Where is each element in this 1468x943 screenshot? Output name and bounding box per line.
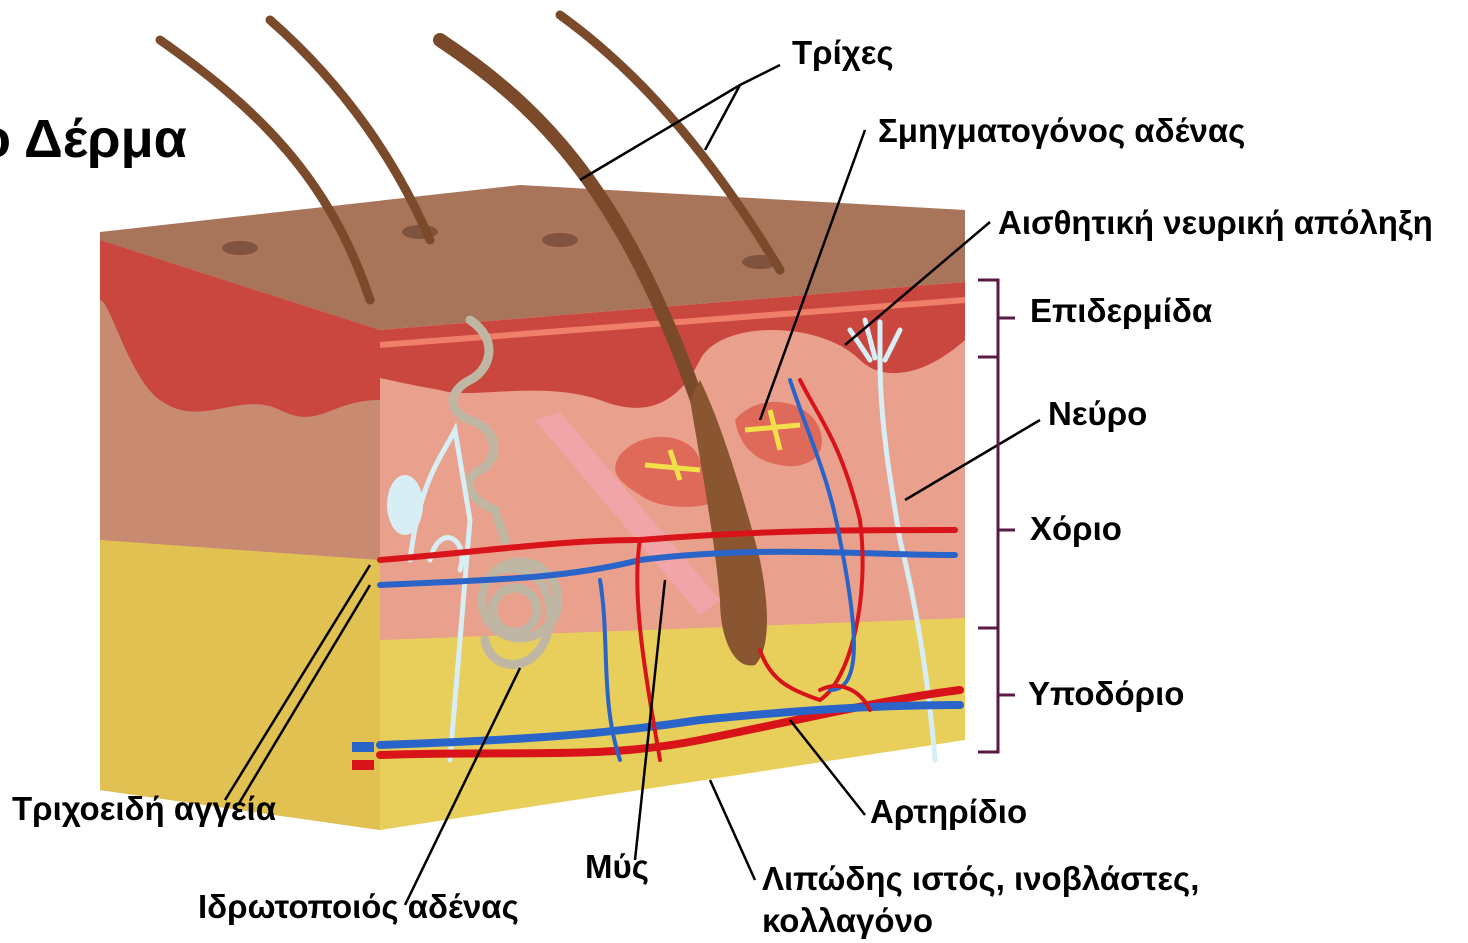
left-face-hypodermis: [100, 540, 380, 830]
label-adipose-line2: κολλαγόνο: [762, 902, 933, 940]
label-epidermis: Επιδερμίδα: [1030, 292, 1212, 330]
label-muscle: Μύς: [585, 848, 649, 886]
label-sensory-nerve-ending: Αισθητική νευρική απόληξη: [998, 204, 1433, 242]
label-hypodermis: Υποδόριο: [1028, 675, 1184, 713]
label-capillaries: Τριχοειδή αγγεία: [12, 790, 276, 828]
vessel-end-red: [352, 760, 374, 770]
label-arteriole: Αρτηρίδιο: [870, 793, 1027, 831]
label-dermis: Χόριο: [1030, 510, 1122, 548]
label-sebaceous-gland: Σμηγματογόνος αδένας: [878, 112, 1245, 150]
pacinian-corpuscle: [387, 475, 423, 535]
label-sweat-gland: Ιδρωτοποιός αδένας: [198, 888, 519, 926]
page-title: ο Δέρμα: [0, 108, 187, 170]
label-nerve: Νεύρο: [1048, 395, 1147, 433]
layer-brackets: [978, 280, 1015, 752]
label-adipose-line1: Λιπώδης ιστός, ινοβλάστες,: [762, 860, 1199, 898]
label-hairs: Τρίχες: [792, 34, 894, 72]
vessel-end-blue: [352, 742, 374, 752]
